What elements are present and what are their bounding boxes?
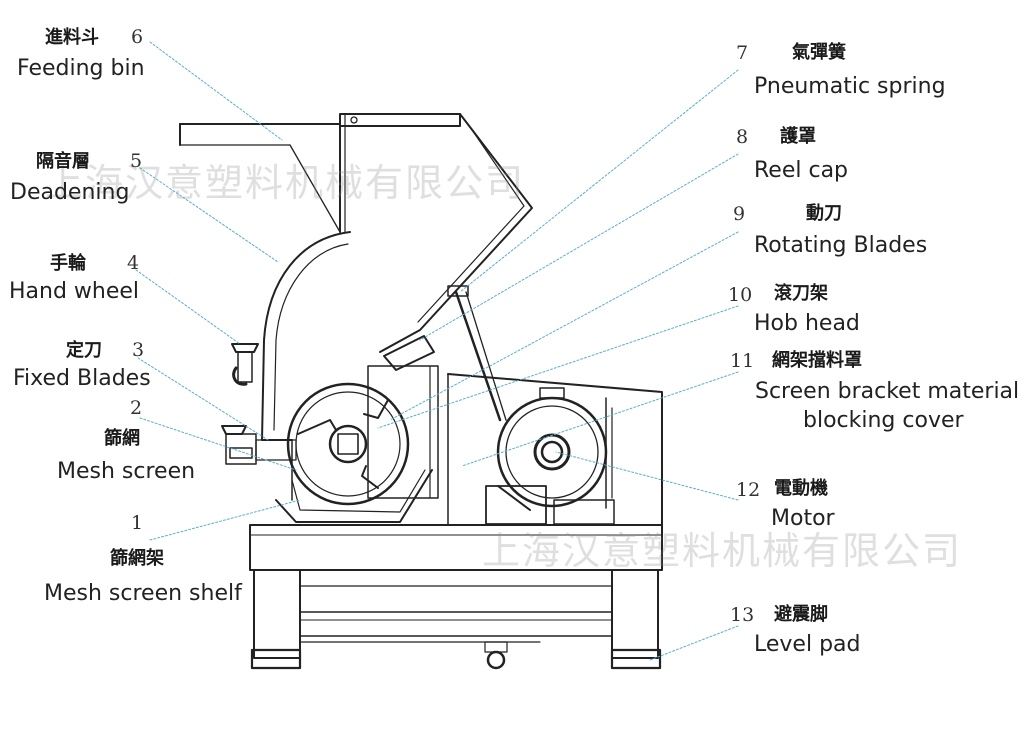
- label-11-en-line2: blocking cover: [803, 408, 964, 433]
- label-1-zh: 篩網架: [110, 548, 164, 569]
- label-4-en: Hand wheel: [9, 279, 140, 304]
- label-1-en: Mesh screen shelf: [44, 581, 242, 606]
- label-12-num: 12: [736, 479, 761, 501]
- label-12-zh: 電動機: [774, 478, 828, 499]
- label-1-num: 1: [131, 512, 144, 534]
- label-3-zh: 定刀: [66, 340, 102, 361]
- label-2-num: 2: [130, 397, 143, 419]
- label-7-num: 7: [736, 42, 749, 64]
- label-3-num: 3: [132, 339, 145, 361]
- label-10-zh: 滾刀架: [774, 283, 828, 304]
- label-7-en: Pneumatic spring: [754, 74, 946, 99]
- label-13-zh: 避震脚: [774, 604, 828, 625]
- label-6-num: 6: [131, 26, 144, 48]
- label-4-num: 4: [127, 252, 140, 274]
- label-10-en: Hob head: [754, 311, 860, 336]
- hand-wheel-assembly: [221, 343, 297, 465]
- label-5-num: 5: [130, 150, 143, 172]
- label-5-en: Deadening: [10, 180, 130, 205]
- label-9-zh: 動刀: [806, 203, 842, 224]
- watermark-bottom: 上海汉意塑料机械有限公司: [482, 529, 963, 573]
- label-9-en: Rotating Blades: [754, 233, 928, 258]
- label-12-en: Motor: [771, 506, 835, 531]
- watermark-top: 上海汉意塑料机械有限公司: [45, 161, 526, 205]
- label-11-num: 11: [730, 350, 755, 372]
- label-8-zh: 護罩: [780, 126, 816, 147]
- label-6-en: Feeding bin: [17, 56, 145, 81]
- label-11-en: Screen bracket material: [755, 379, 1020, 404]
- label-6-zh: 進料斗: [45, 27, 99, 48]
- label-13-en: Level pad: [754, 632, 861, 657]
- label-4-zh: 手輪: [50, 253, 86, 274]
- crusher-housing: [261, 231, 439, 523]
- label-13-num: 13: [730, 604, 755, 626]
- pneumatic-spring: [383, 285, 507, 422]
- leader-lines: [135, 41, 739, 661]
- label-2-en: Mesh screen: [57, 459, 196, 484]
- label-8-en: Reel cap: [754, 158, 849, 183]
- rotor: [286, 382, 410, 506]
- label-8-num: 8: [736, 126, 749, 148]
- label-2-zh: 篩網: [104, 428, 140, 449]
- feeding-bin: [179, 113, 533, 353]
- motor: [447, 373, 663, 526]
- base-frame: [249, 524, 663, 670]
- label-10-num: 10: [728, 284, 753, 306]
- label-3-en: Fixed Blades: [13, 366, 151, 391]
- label-5-zh: 隔音層: [36, 151, 90, 172]
- label-9-num: 9: [733, 203, 746, 225]
- label-11-zh: 網架擋料罩: [772, 350, 862, 371]
- caster-wheel: [486, 650, 506, 670]
- label-7-zh: 氣彈簧: [792, 42, 846, 63]
